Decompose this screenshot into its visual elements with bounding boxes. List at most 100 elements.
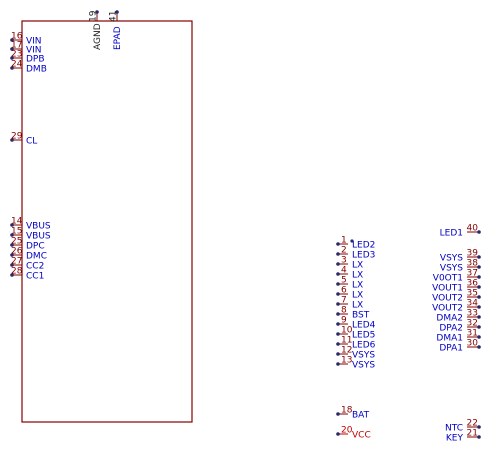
pin-number: 15 bbox=[11, 227, 22, 237]
pin-name: LX bbox=[352, 281, 363, 291]
pin-name: VOUT2 bbox=[432, 294, 463, 304]
pin-number: 29 bbox=[11, 132, 23, 142]
pin-name: KEY bbox=[446, 434, 464, 444]
pin-name: EPAD bbox=[113, 26, 123, 50]
pin-name: LED6 bbox=[352, 341, 376, 351]
pin-name: NTC bbox=[445, 424, 463, 434]
pin-name: LX bbox=[352, 301, 363, 311]
pin-name: LED3 bbox=[352, 251, 375, 261]
pin-number: 39 bbox=[467, 249, 479, 259]
junction-dot bbox=[350, 239, 354, 243]
pin-name: DPA1 bbox=[439, 344, 463, 354]
pin-number: 28 bbox=[11, 267, 23, 277]
pin-end-dot bbox=[477, 285, 481, 289]
pin-end-dot bbox=[10, 38, 14, 42]
pin-name: VBUS bbox=[26, 232, 51, 242]
pin-end-dot bbox=[10, 66, 14, 70]
pin-name: VSYS bbox=[352, 361, 375, 371]
pin-end-dot bbox=[477, 255, 481, 259]
pin-number: 41 bbox=[109, 11, 119, 22]
pin-number: 35 bbox=[467, 289, 478, 299]
pin-name: LED1 bbox=[440, 229, 463, 239]
pin-end-dot bbox=[336, 322, 340, 326]
pin-number: 5 bbox=[341, 276, 347, 286]
pin-number: 17 bbox=[11, 41, 22, 51]
pin-end-dot bbox=[115, 10, 119, 14]
pin-end-dot bbox=[336, 302, 340, 306]
pin-end-dot bbox=[336, 432, 340, 436]
pin-number: 32 bbox=[467, 319, 478, 329]
pin-number: 37 bbox=[467, 269, 478, 279]
pin-end-dot bbox=[477, 435, 481, 439]
pin-number: 19 bbox=[89, 10, 99, 22]
pin-end-dot bbox=[336, 352, 340, 356]
pin-name: LX bbox=[352, 271, 363, 281]
pin-number: 14 bbox=[11, 217, 23, 227]
pin-end-dot bbox=[477, 295, 481, 299]
pin-name: VSYS bbox=[440, 264, 463, 274]
pin-end-dot bbox=[336, 412, 340, 416]
pin-name: LED5 bbox=[352, 331, 375, 341]
pin-name: CL bbox=[26, 137, 37, 147]
pin-end-dot bbox=[336, 272, 340, 276]
pin-end-dot bbox=[477, 325, 481, 329]
pin-name: VOUT2 bbox=[432, 304, 463, 314]
pin-number: 23 bbox=[11, 50, 22, 60]
pin-end-dot bbox=[336, 312, 340, 316]
pin-number: 38 bbox=[467, 259, 479, 269]
pin-end-dot bbox=[477, 345, 481, 349]
pin-end-dot bbox=[477, 230, 481, 234]
ic-body-outline bbox=[21, 20, 193, 423]
pin-number: 16 bbox=[11, 32, 23, 42]
pin-end-dot bbox=[477, 265, 481, 269]
pin-end-dot bbox=[336, 282, 340, 286]
pin-name: VIN bbox=[26, 46, 42, 56]
pin-name: LED4 bbox=[352, 321, 376, 331]
pin-name: DMC bbox=[26, 252, 47, 262]
pin-end-dot bbox=[477, 315, 481, 319]
pin-number: 10 bbox=[341, 326, 353, 336]
pin-end-dot bbox=[477, 335, 481, 339]
pin-number: 27 bbox=[11, 257, 22, 267]
pin-end-dot bbox=[336, 242, 340, 246]
pin-name: DPB bbox=[26, 55, 45, 65]
pin-end-dot bbox=[336, 342, 340, 346]
pin-number: 26 bbox=[11, 247, 23, 257]
pin-end-dot bbox=[336, 262, 340, 266]
pin-number: 13 bbox=[341, 356, 352, 366]
pin-name: CC2 bbox=[26, 262, 44, 272]
pin-number: 40 bbox=[467, 224, 479, 234]
pin-name: VIN bbox=[26, 37, 42, 47]
pin-number: 18 bbox=[341, 406, 353, 416]
pin-number: 33 bbox=[467, 309, 478, 319]
pin-number: 31 bbox=[467, 329, 478, 339]
pin-end-dot bbox=[10, 273, 14, 277]
pin-end-dot bbox=[336, 252, 340, 256]
pin-end-dot bbox=[477, 425, 481, 429]
pin-end-dot bbox=[10, 223, 14, 227]
pin-number: 25 bbox=[11, 237, 22, 247]
pin-number: 22 bbox=[467, 419, 478, 429]
pin-end-dot bbox=[10, 263, 14, 267]
pin-end-dot bbox=[10, 233, 14, 237]
pin-name: LX bbox=[352, 291, 363, 301]
pin-name: V0OT1 bbox=[433, 274, 463, 284]
pin-name: DMA1 bbox=[436, 334, 463, 344]
pin-number: 6 bbox=[341, 286, 347, 296]
pin-number: 34 bbox=[467, 299, 479, 309]
pin-number: 8 bbox=[341, 306, 347, 316]
pin-number: 21 bbox=[467, 429, 478, 439]
pin-name: VSYS bbox=[352, 351, 375, 361]
pin-number: 12 bbox=[341, 346, 352, 356]
pin-name: DPA2 bbox=[439, 324, 463, 334]
pin-end-dot bbox=[477, 275, 481, 279]
pin-end-dot bbox=[10, 253, 14, 257]
pin-name: BAT bbox=[352, 411, 370, 421]
pin-name: AGND bbox=[93, 23, 103, 50]
pin-number: 9 bbox=[341, 316, 347, 326]
pin-number: 30 bbox=[467, 339, 479, 349]
pin-end-dot bbox=[336, 292, 340, 296]
